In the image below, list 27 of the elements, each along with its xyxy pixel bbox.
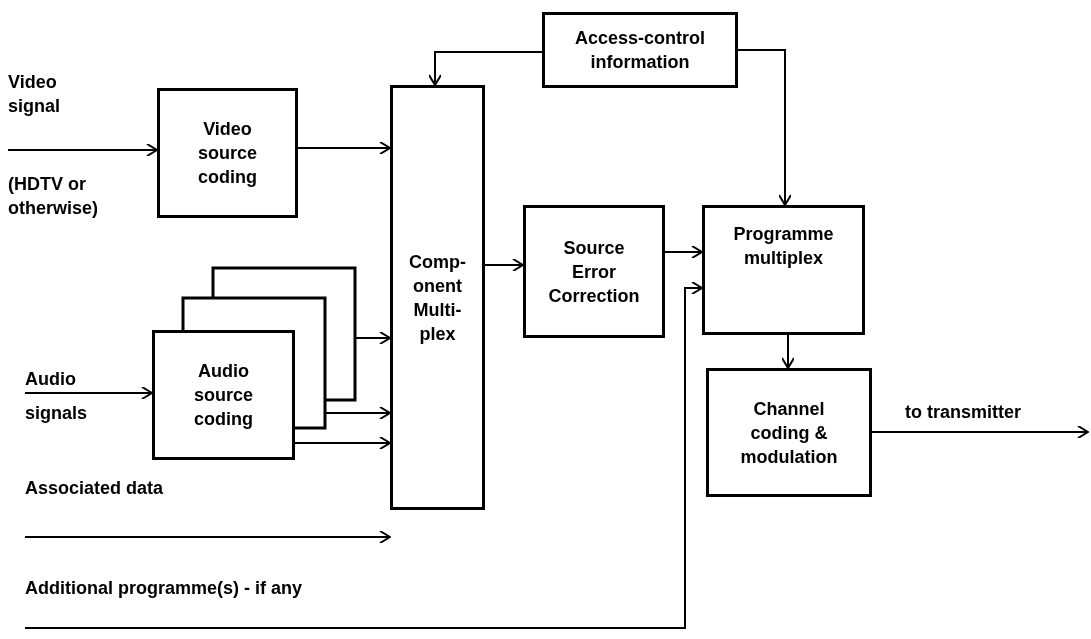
process-box: Access-control information (542, 12, 738, 88)
arrow (294, 436, 391, 450)
arrow (24, 530, 391, 544)
stacked-box (181, 296, 327, 430)
signal-label: Video signal (8, 71, 61, 118)
process-box: Channel coding & modulation (706, 368, 872, 497)
process-box: Programme multiplex (702, 205, 865, 335)
arrow (781, 334, 795, 369)
signal-label: (HDTV or otherwise) (8, 173, 100, 220)
arrow (297, 141, 391, 155)
process-box: Comp- onent Multi- plex (390, 85, 485, 510)
arrow (24, 386, 153, 400)
arrow (484, 258, 524, 272)
signal-label: Associated data (25, 476, 255, 540)
arrow (871, 425, 1089, 439)
arrow (24, 281, 703, 629)
process-box: Source Error Correction (523, 205, 665, 338)
arrow (7, 143, 158, 157)
arrow (664, 245, 703, 259)
process-box: Video source coding (157, 88, 298, 218)
signal-label: Audio signals (25, 362, 105, 426)
arrow (737, 49, 792, 206)
arrow (428, 51, 543, 86)
signal-label: Additional programme(s) - if any (25, 576, 495, 631)
process-box: Audio source coding (152, 330, 295, 460)
arrow (354, 331, 391, 345)
arrow (324, 406, 391, 420)
